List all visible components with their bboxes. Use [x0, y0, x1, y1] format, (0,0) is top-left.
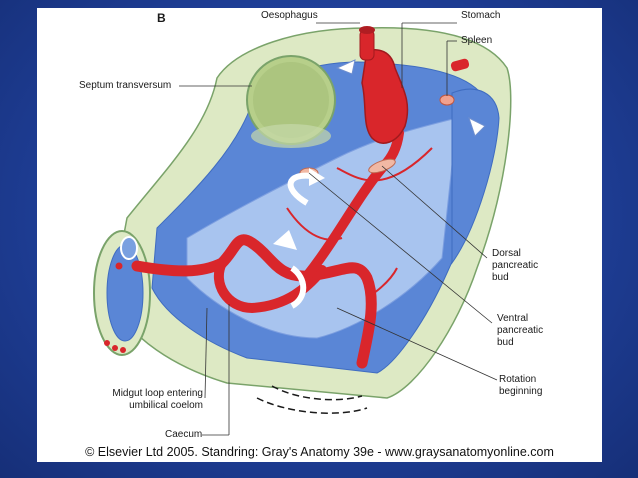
oesophagus — [359, 29, 375, 61]
label-stomach: Stomach — [461, 10, 501, 21]
foregut — [302, 128, 404, 281]
copyright-notice: © Elsevier Ltd 2005. Standring: Gray's A… — [85, 445, 554, 459]
umbilical-coelom-dashes — [256, 397, 368, 414]
label-midgut-loop: Midgut loop entering umbilical coelom — [112, 388, 203, 411]
spleen — [439, 94, 455, 106]
stomach — [361, 48, 409, 144]
tube-inner — [106, 244, 144, 342]
anatomy-figure-panel: B Oesophagus Stomach Spleen Septum trans… — [37, 8, 602, 462]
label-dorsal-pancreatic-bud: Dorsal pancreatic bud — [492, 248, 539, 283]
rotation-arrow-upper — [287, 172, 313, 206]
arrow-top — [335, 59, 356, 75]
arrow-right — [468, 117, 486, 137]
label-ventral-pancreatic-bud: Ventral pancreatic bud — [497, 313, 544, 348]
label-spleen: Spleen — [461, 35, 493, 46]
label-septum-transversum: Septum transversum — [79, 80, 172, 91]
panel-letter: B — [157, 11, 166, 25]
label-rotation-beginning: Rotation beginning — [499, 374, 543, 397]
label-caecum: Caecum — [165, 429, 203, 440]
gut-rotation-diagram — [93, 22, 512, 436]
rotation-arrow-lower — [290, 265, 307, 309]
label-oesophagus: Oesophagus — [261, 10, 318, 21]
midgut-loop — [131, 234, 377, 369]
